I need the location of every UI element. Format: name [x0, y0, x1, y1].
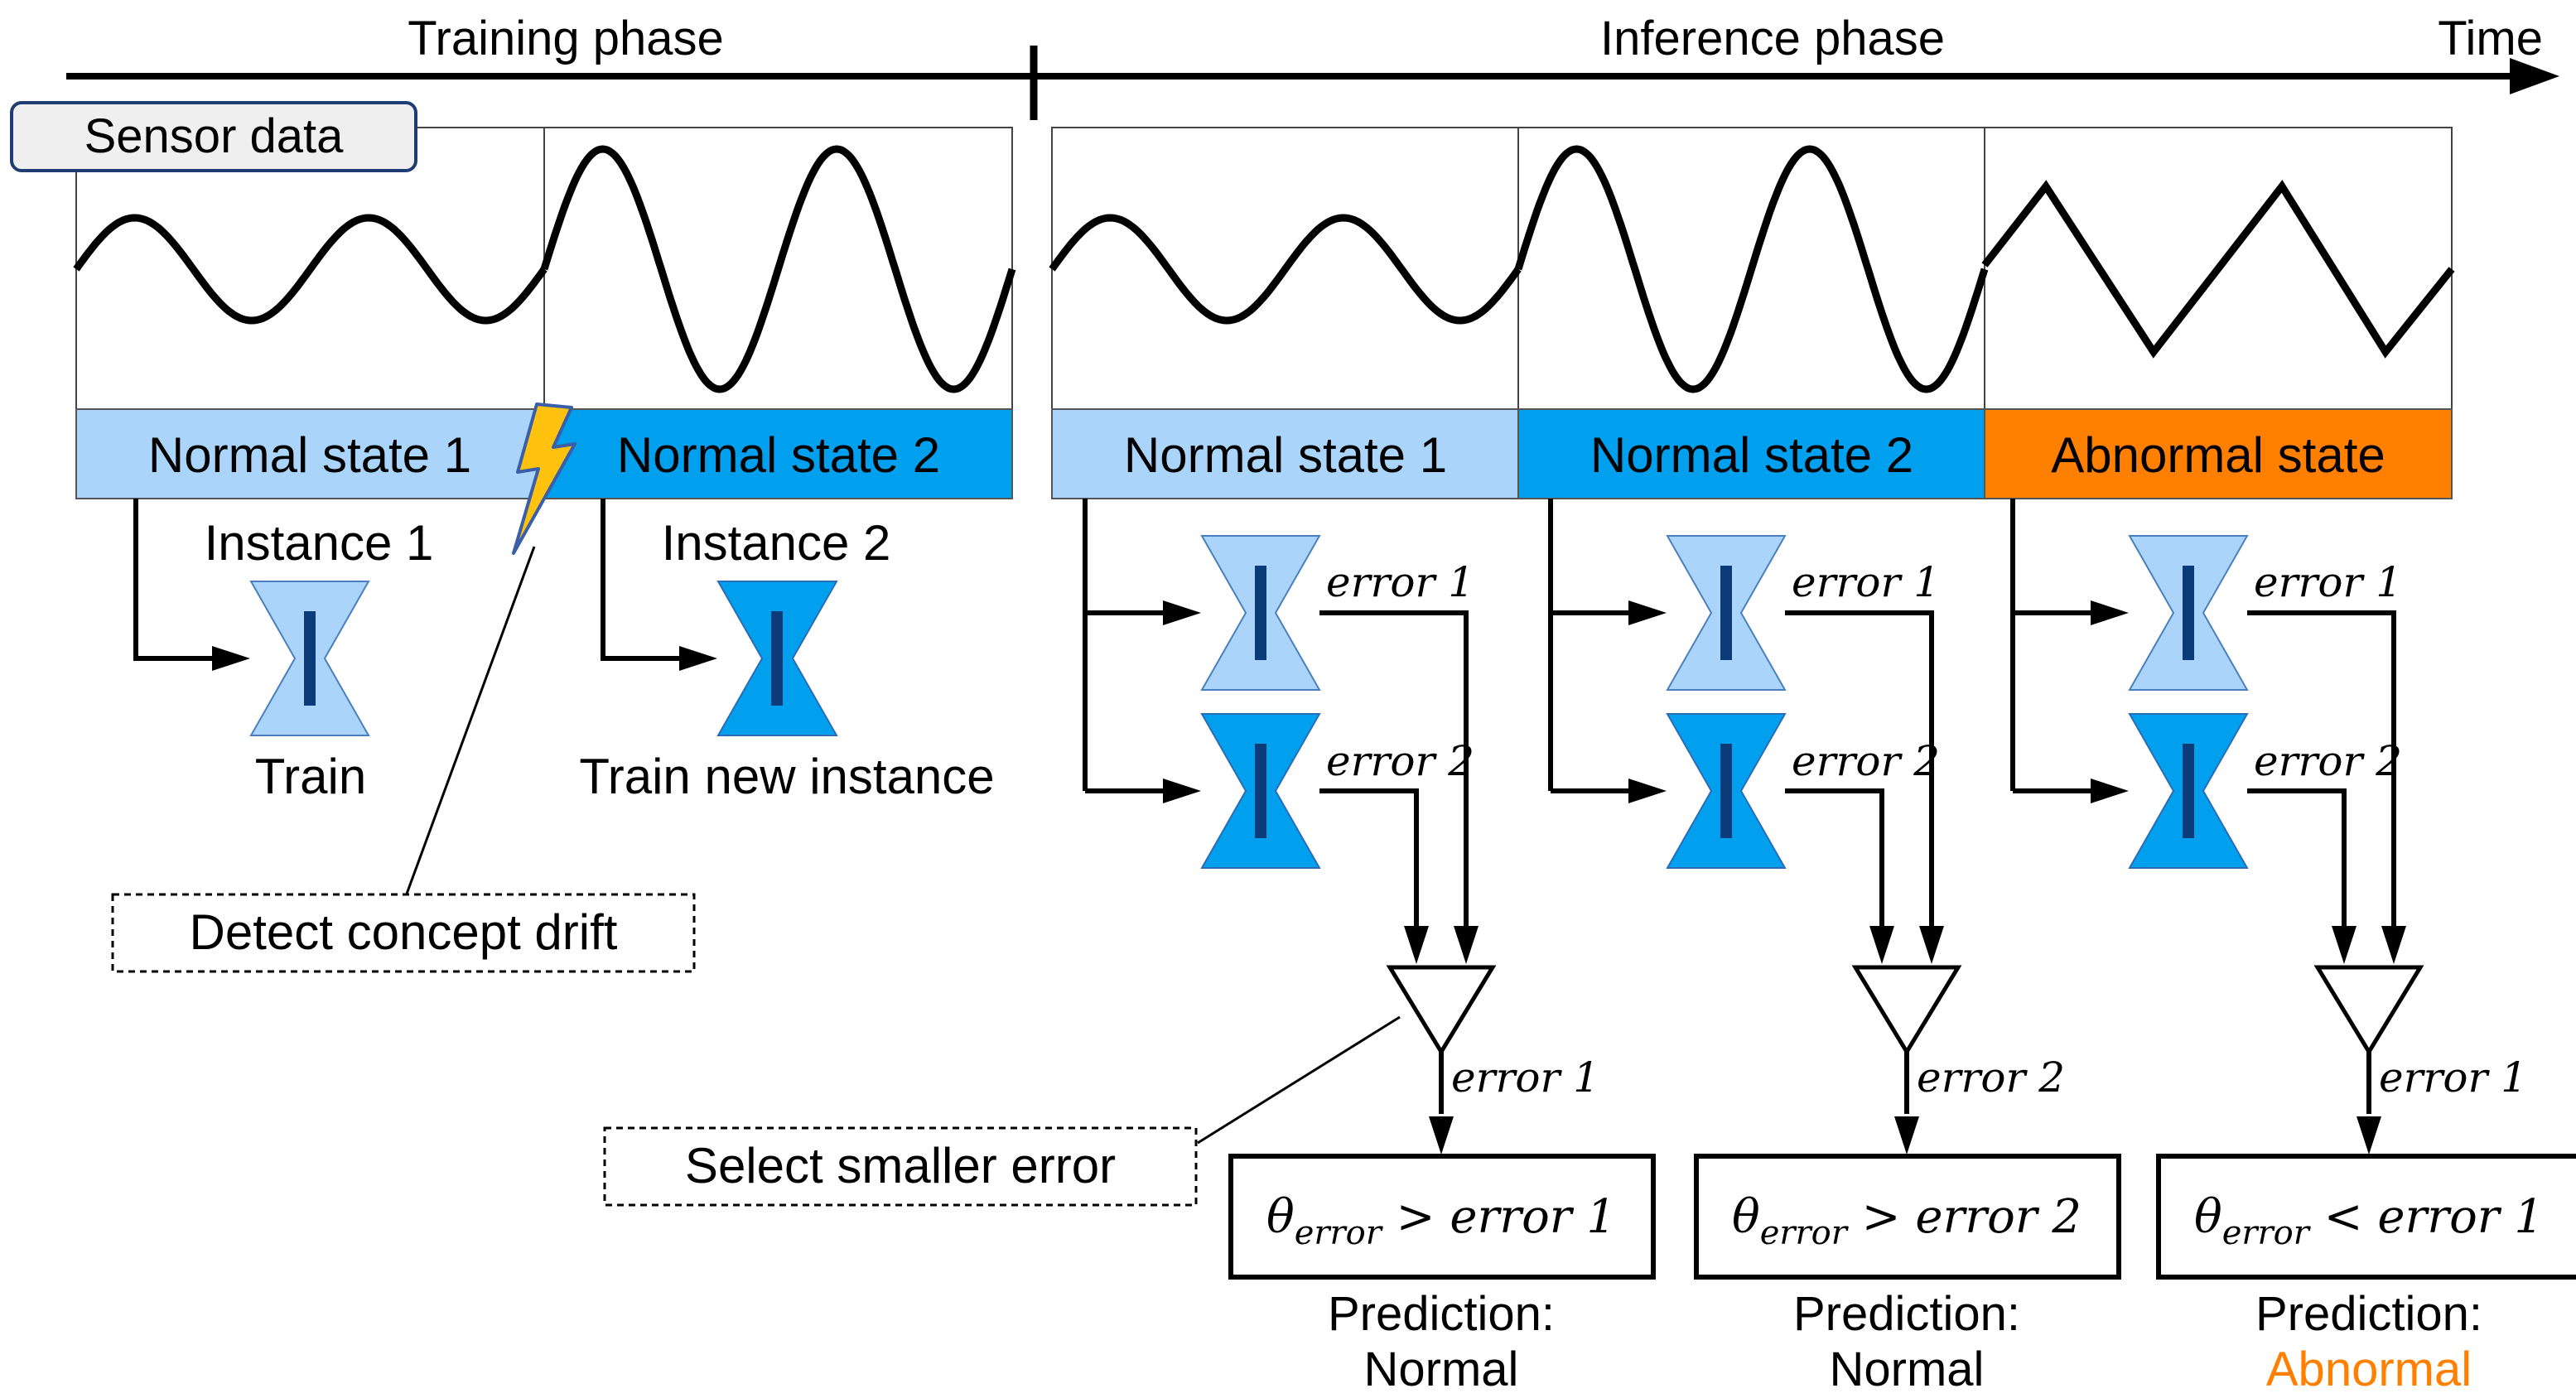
state-bar-inference-normal-2: [1517, 408, 1985, 499]
autoencoder-model-1-icon: [1200, 535, 1321, 691]
arrowhead-icon: [212, 646, 250, 671]
arrowhead-icon: [1894, 1116, 1919, 1155]
arrowhead-icon: [1429, 1116, 1454, 1155]
autoencoder-model-2-icon: [2128, 713, 2249, 869]
threshold-comparison: θerror > error 1: [1266, 1190, 1616, 1252]
train-connector-1: [133, 499, 214, 661]
state-label-inference-normal-2: Normal state 2: [1590, 427, 1913, 483]
prediction-label: Prediction:: [2255, 1287, 2482, 1341]
autoencoder-model-2-icon: [1200, 713, 1321, 869]
autoencoder-model-1-icon: [2128, 535, 2249, 691]
state-bars: Normal state 1 Normal state 2 Normal sta…: [75, 408, 2453, 499]
autoencoder-instance-2-icon: [716, 581, 838, 736]
sensor-data-tag: Sensor data: [10, 101, 417, 172]
autoencoder-model-2-icon: [1666, 713, 1787, 869]
arrowhead-icon: [1163, 600, 1201, 625]
arrowhead-icon: [2091, 779, 2129, 803]
error-1-label: error 1: [1792, 558, 1940, 606]
threshold-box: [1694, 1154, 2121, 1280]
train-label: Train: [255, 749, 366, 804]
connector: [1319, 788, 1419, 926]
state-label-training-normal-2: Normal state 2: [617, 427, 940, 483]
prediction-value: Abnormal: [2266, 1343, 2472, 1396]
min-selector-icon: [1851, 965, 1962, 1056]
timeline-arrowhead: [2510, 58, 2559, 94]
arrowhead-icon: [1163, 779, 1201, 803]
select-smaller-error-callout: Select smaller error: [603, 1015, 1401, 1207]
sensor-data-label: Sensor data: [84, 109, 345, 163]
arrowhead-icon: [1628, 600, 1667, 625]
select-smaller-error-label: Select smaller error: [685, 1138, 1116, 1193]
autoencoder-instance-1-icon: [249, 581, 370, 736]
state-bar-inference-normal-1: [1051, 408, 1519, 499]
state-label-abnormal: Abnormal state: [2051, 427, 2385, 483]
selected-error-label: error 1: [2379, 1053, 2527, 1102]
connector: [1785, 788, 1884, 926]
arrowhead-icon: [2381, 926, 2406, 964]
selected-error-label: error 2: [1917, 1053, 2065, 1102]
state-bar-training-normal-1: [75, 408, 545, 499]
sensor-waveform-training-normal-2: [540, 145, 1016, 393]
callout-leader: [1197, 1015, 1401, 1145]
sensor-panels: [73, 127, 2455, 410]
min-selector-icon: [1386, 965, 1497, 1056]
sensor-waveform-training-normal-1: [73, 214, 548, 325]
error-1-label: error 1: [1326, 558, 1474, 606]
detect-concept-drift-callout: Detect concept drift: [111, 546, 696, 973]
arrowhead-icon: [1919, 926, 1944, 964]
state-bar-abnormal: [1984, 408, 2453, 499]
prediction-value: Normal: [1364, 1343, 1519, 1396]
inference-column: θerror > error 2: [1548, 499, 2121, 1280]
arrowhead-icon: [2091, 600, 2129, 625]
train-new-instance-label: Train new instance: [579, 749, 994, 804]
threshold-box: [2156, 1154, 2576, 1280]
inference-columns: θerror > error 1 error 1 error 2 error 1 Pre…: [1083, 499, 2576, 1396]
error-2-label: error 2: [1326, 737, 1474, 785]
connector: [1319, 610, 1469, 926]
state-bar-training-normal-2: [543, 408, 1013, 499]
selected-error-label: error 1: [1451, 1053, 1599, 1102]
instance-1-label: Instance 1: [205, 515, 434, 571]
timeline: Training phase Inference phase Time: [66, 12, 2559, 120]
arrowhead-icon: [1869, 926, 1894, 964]
inference-column: θerror > error 1: [1083, 499, 1656, 1280]
inference-column: θerror < error 1: [2010, 499, 2576, 1280]
min-selector-icon: [2313, 965, 2424, 1056]
threshold-comparison: θerror < error 1: [2194, 1190, 2544, 1252]
arrowhead-icon: [1628, 779, 1667, 803]
state-label-inference-normal-1: Normal state 1: [1124, 427, 1447, 483]
connector: [1785, 610, 1934, 926]
error-2-label: error 2: [2254, 737, 2402, 785]
state-label-training-normal-1: Normal state 1: [148, 427, 471, 483]
arrowhead-icon: [2357, 1116, 2381, 1155]
time-label: Time: [2438, 12, 2543, 65]
inference-phase-label: Inference phase: [1600, 12, 1945, 65]
arrowhead-icon: [1404, 926, 1429, 964]
detect-concept-drift-label: Detect concept drift: [190, 904, 618, 960]
training-phase-label: Training phase: [408, 12, 724, 65]
train-connector-2: [601, 499, 681, 661]
threshold-comparison: θerror > error 2: [1732, 1190, 2082, 1252]
error-1-label: error 1: [2254, 558, 2402, 606]
prediction-label: Prediction:: [1793, 1287, 2020, 1341]
callout-leader: [404, 546, 536, 897]
prediction-label: Prediction:: [1328, 1287, 1555, 1341]
instance-2-label: Instance 2: [662, 515, 891, 571]
threshold-box: [1228, 1154, 1656, 1280]
sensor-waveform-inference-normal-1: [1049, 214, 1522, 325]
arrowhead-icon: [1454, 926, 1479, 964]
arrowhead-icon: [679, 646, 717, 671]
sensor-waveform-inference-normal-2: [1514, 145, 1989, 393]
error-2-label: error 2: [1792, 737, 1940, 785]
training-section: Instance 1 Instance 2 Train Train new in…: [133, 499, 995, 804]
autoencoder-model-1-icon: [1666, 535, 1787, 691]
connector: [2247, 788, 2347, 926]
connector: [2247, 610, 2396, 926]
prediction-value: Normal: [1830, 1343, 1985, 1396]
arrowhead-icon: [2332, 926, 2357, 964]
sensor-waveform-abnormal: [1981, 180, 2455, 359]
lightning-bolt-icon: [512, 403, 576, 555]
